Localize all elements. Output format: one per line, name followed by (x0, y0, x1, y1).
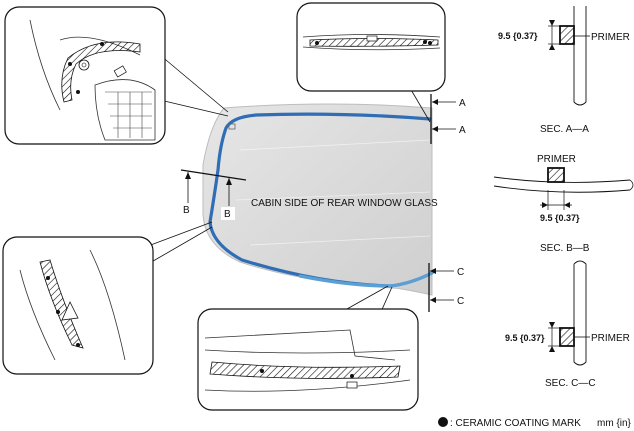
section-b-dimension: 9.5 {0.37} (540, 213, 580, 223)
glass-center-label: CABIN SIDE OF REAR WINDOW GLASS (251, 198, 438, 209)
section-a-a: PRIMER 9.5 {0.37} SEC. A—A (498, 6, 630, 135)
cut-label-b-left: B (183, 205, 190, 216)
section-a-caption: SEC. A—A (540, 124, 589, 135)
section-b-caption: SEC. B—B (540, 243, 590, 254)
detail-callout-top-left (4, 6, 229, 145)
cut-label-c-bottom: C (457, 296, 464, 307)
section-c-primer: PRIMER (591, 333, 630, 344)
section-c-dimension: 9.5 {0.37} (505, 333, 545, 343)
cut-label-c-top: C (457, 267, 464, 278)
section-c-caption: SEC. C—C (545, 378, 596, 389)
legend-ceramic-mark: : CERAMIC COATING MARK (450, 418, 581, 429)
section-a-dimension: 9.5 {0.37} (498, 31, 538, 41)
ceramic-mark-icon (438, 417, 448, 427)
cut-marker-a: A A (430, 94, 466, 144)
section-b-primer: PRIMER (537, 154, 576, 165)
legend: : CERAMIC COATING MARK mm {in} (438, 417, 632, 429)
cut-marker-b: B B (180, 169, 247, 220)
cut-label-a-bottom: A (459, 125, 466, 136)
legend-units: mm {in} (597, 418, 632, 429)
detail-callout-top-center (296, 2, 446, 123)
detail-callout-bottom-center (197, 285, 419, 411)
section-c-c: PRIMER 9.5 {0.37} SEC. C—C (505, 260, 630, 389)
glass-clip-icon (228, 123, 236, 130)
section-b-b: PRIMER 9.5 {0.37} SEC. B—B (493, 154, 634, 254)
dam-line-lower (298, 271, 434, 288)
section-a-primer: PRIMER (591, 32, 630, 43)
cut-label-a-top: A (459, 98, 466, 109)
cut-label-b-right: B (224, 209, 231, 220)
cut-marker-c: C C (428, 263, 464, 312)
detail-callout-bottom-left (2, 221, 213, 375)
